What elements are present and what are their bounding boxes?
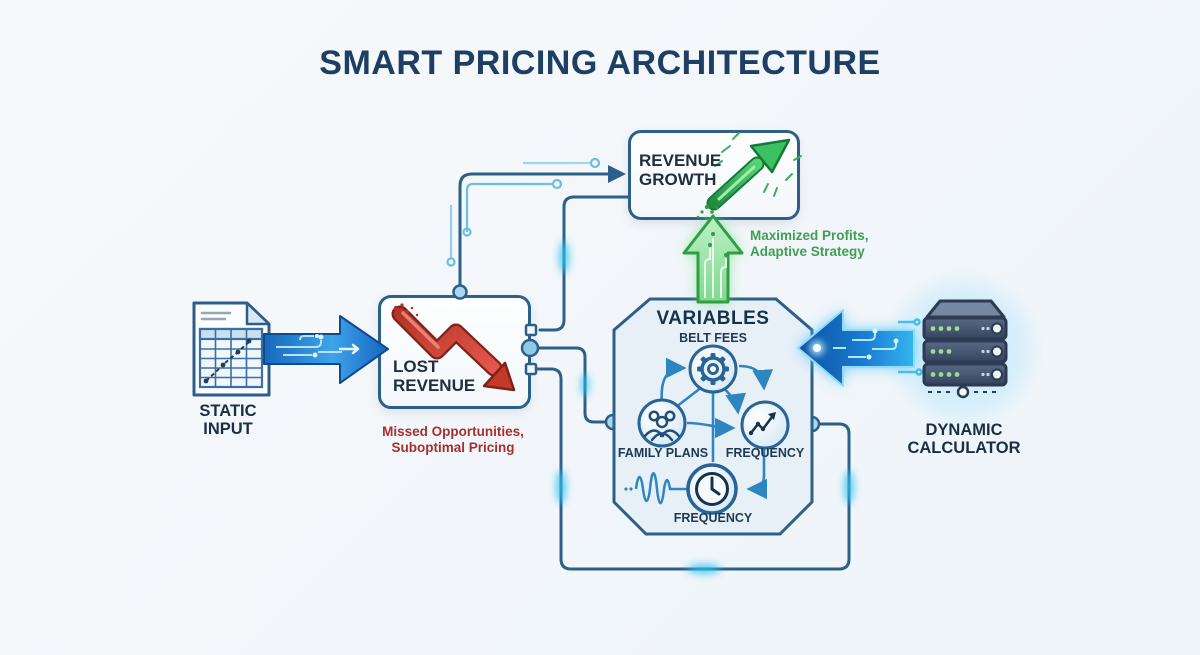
- wire-growth-to-lostrev: [538, 195, 630, 332]
- family-plans-label: FAMILY PLANS: [617, 446, 709, 460]
- circuit-arrow-left-icon: [797, 309, 923, 387]
- circuit-arrow-right-icon: [263, 315, 389, 384]
- wire-glow-pulses: [556, 241, 854, 574]
- sparkle-lines: [714, 132, 802, 197]
- lost-caption-line1: Missed Opportunities,: [382, 424, 524, 439]
- server-stack-icon: [922, 299, 1008, 399]
- trend-chart-icon: [748, 412, 776, 436]
- wire-lostrev-to-variables: [535, 346, 608, 424]
- lost-revenue-label: LOST REVENUE: [393, 357, 476, 395]
- rising-arrow-icon: [696, 132, 802, 220]
- lost-revenue-caption: Missed Opportunities, Suboptimal Pricing: [378, 424, 528, 455]
- dynamic-calculator-label: DYNAMIC CALCULATOR: [907, 421, 1021, 457]
- static-input-label: STATIC INPUT: [199, 402, 257, 438]
- clock-icon: [695, 472, 729, 506]
- people-icon: [643, 410, 681, 442]
- frequency-clock-label: FREQUENCY: [673, 511, 753, 525]
- belt-fees-label: BELT FEES: [679, 331, 747, 345]
- wire-arrowhead: [608, 165, 626, 183]
- wire-lostrev-to-growth: [458, 172, 610, 292]
- lost-caption-line2: Suboptimal Pricing: [391, 439, 515, 455]
- page-title: SMART PRICING ARCHITECTURE: [319, 44, 881, 82]
- spreadsheet-document-icon: [192, 301, 271, 397]
- declining-zigzag-arrow-icon: [391, 303, 516, 392]
- waveform-icon: [624, 472, 687, 505]
- growth-caption-line2: Adaptive Strategy: [750, 243, 865, 259]
- variables-title: VARIABLES: [656, 308, 770, 329]
- growth-caption-line1: Maximized Profits,: [750, 228, 869, 243]
- frequency-trend-label: FREQUENCY: [725, 446, 805, 460]
- revenue-growth-caption: Maximized Profits, Adaptive Strategy: [750, 228, 890, 259]
- green-up-arrow-icon: [682, 214, 744, 304]
- gear-icon: [697, 353, 729, 385]
- circuit-traces: [446, 157, 601, 267]
- revenue-growth-label: REVENUE GROWTH: [639, 151, 722, 189]
